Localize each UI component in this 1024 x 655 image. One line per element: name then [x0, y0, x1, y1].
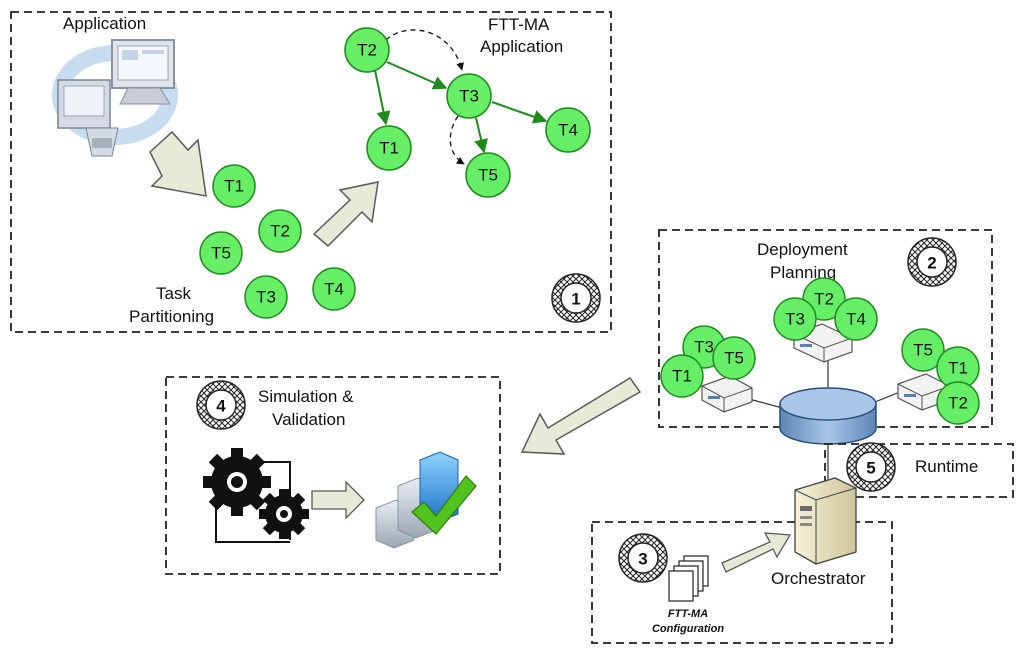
task-node: T2: [936, 381, 980, 425]
deployment-label-line1: Deployment: [757, 240, 848, 259]
gears-icon: [203, 448, 309, 543]
edge-t3-t4: [491, 101, 548, 124]
step-badge-1: 1: [551, 273, 601, 323]
task-node: T1: [212, 164, 256, 208]
simulation-label-line2: Validation: [272, 410, 345, 429]
validation-check-icon: [375, 451, 477, 549]
svg-text:T1: T1: [672, 367, 692, 386]
step-badge-4: 4: [196, 380, 246, 430]
task-node: T5: [901, 328, 945, 372]
task-node: T4: [312, 267, 356, 311]
task-graph-edges: [374, 29, 548, 165]
step-badge-3: 3: [618, 533, 668, 583]
svg-text:T4: T4: [846, 310, 866, 329]
task-node: T2: [344, 27, 390, 73]
panel-task-partitioning: Application FTT-MA Application Task Part…: [10, 11, 612, 333]
panel-orchestrator: Orchestrator FTT-MA Configuration 3: [591, 477, 893, 644]
task-node: T1: [366, 125, 412, 171]
task-node: T5: [712, 336, 756, 380]
task-node: T3: [446, 73, 492, 119]
edge-t3-t5: [474, 117, 488, 154]
svg-text:T2: T2: [357, 41, 377, 60]
svg-text:T2: T2: [948, 394, 968, 413]
fttma-application-label-line2: Application: [480, 37, 563, 56]
svg-text:T2: T2: [270, 222, 290, 241]
svg-text:1: 1: [571, 290, 580, 309]
svg-text:2: 2: [927, 254, 936, 273]
step-badge-5: 5: [846, 442, 896, 492]
config-to-orchestrator-arrow: [721, 532, 792, 573]
svg-text:4: 4: [216, 397, 226, 416]
configuration-files-icon: [668, 555, 709, 602]
task-node: T5: [199, 231, 243, 275]
panel-runtime: Runtime 5: [824, 442, 1014, 498]
config-label-line1: FTT-MA: [668, 608, 708, 620]
svg-text:T2: T2: [814, 290, 834, 309]
svg-text:T1: T1: [948, 359, 968, 378]
svg-text:T5: T5: [478, 166, 498, 185]
task-node: T1: [936, 346, 980, 390]
process-arrow: [311, 480, 365, 520]
task-node: T4: [834, 297, 878, 341]
panel-simulation-validation: Simulation & Validation 4: [165, 376, 501, 575]
svg-text:T3: T3: [459, 87, 479, 106]
application-label: Application: [63, 14, 146, 33]
svg-text:T1: T1: [379, 139, 399, 158]
edge-t2-t1: [374, 69, 391, 126]
svg-text:T4: T4: [324, 280, 344, 299]
task-partitioning-label-line2: Partitioning: [129, 307, 214, 326]
svg-text:3: 3: [638, 550, 647, 569]
orchestrator-label: Orchestrator: [771, 569, 866, 588]
svg-text:T4: T4: [558, 121, 578, 140]
step-badge-2: 2: [907, 237, 957, 287]
fttma-application-label-line1: FTT-MA: [488, 15, 550, 34]
task-node: T1: [660, 354, 704, 398]
svg-text:T3: T3: [256, 288, 276, 307]
to-simulation-arrow: [520, 376, 642, 455]
task-node: T3: [244, 275, 288, 319]
orchestrator-server-icon: [794, 477, 857, 565]
runtime-label: Runtime: [915, 457, 978, 476]
svg-text:T5: T5: [211, 244, 231, 263]
svg-text:T1: T1: [224, 177, 244, 196]
partition-arrow: [149, 130, 207, 197]
simulation-label-line1: Simulation &: [258, 387, 354, 406]
svg-text:5: 5: [866, 459, 875, 478]
edge-t2-t3: [386, 61, 448, 90]
svg-text:T5: T5: [724, 349, 744, 368]
task-partitioning-label-line1: Task: [156, 284, 191, 303]
edge-dashed-t2-t3: [385, 29, 464, 71]
network-database-icon: [779, 387, 877, 445]
task-node: T5: [465, 152, 511, 198]
task-node: T2: [258, 209, 302, 253]
node-server-icon: [701, 375, 753, 413]
panel-deployment-planning: Deployment Planning T3 T5 T1: [658, 229, 993, 486]
application-computer-icon: [52, 39, 178, 157]
edge-dashed-t3-t5: [449, 115, 465, 165]
task-node: T3: [773, 297, 817, 341]
svg-text:T3: T3: [694, 338, 714, 357]
svg-text:T3: T3: [785, 310, 805, 329]
config-label-line2: Configuration: [652, 623, 724, 635]
build-graph-arrow: [312, 181, 379, 248]
deployment-label-line2: Planning: [770, 263, 836, 282]
task-node: T4: [545, 107, 591, 153]
svg-text:T5: T5: [913, 341, 933, 360]
